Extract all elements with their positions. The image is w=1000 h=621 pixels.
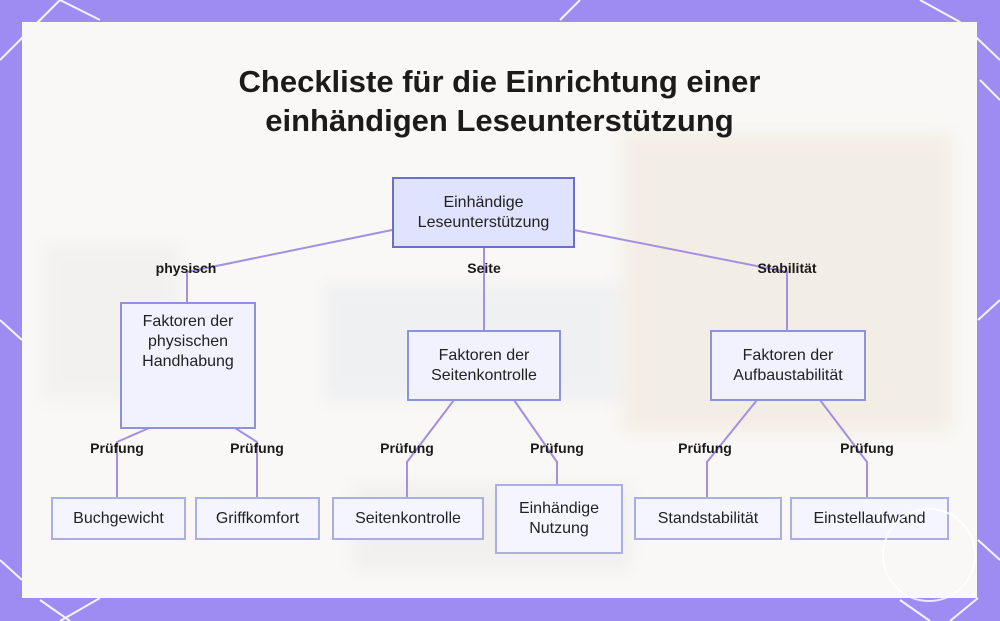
title-line-1: Checkliste für die Einrichtung einer — [238, 64, 761, 99]
page-control-label: Seitenkontrolle — [355, 509, 461, 527]
edge-page-control — [406, 399, 455, 497]
edge-physical-grip — [234, 427, 258, 497]
edge-label-check: Prüfung — [840, 440, 894, 456]
watermark-icon — [882, 508, 976, 602]
title-line-2: einhändigen Leseunterstützung — [265, 103, 734, 138]
edge-label-physical: physisch — [155, 260, 217, 276]
stand-stability-node: Standstabilität — [634, 497, 782, 540]
physical-factors-node: Faktoren der physischen Handhabung — [120, 302, 256, 429]
edge-stability-adjust — [819, 399, 868, 497]
one-hand-use-label: Einhändige Nutzung — [518, 500, 600, 537]
physical-factors-label: Faktoren der physischen Handhabung — [142, 313, 234, 370]
book-weight-label: Buchgewicht — [73, 509, 164, 527]
grip-comfort-label: Griffkomfort — [215, 509, 300, 527]
edge-root-stability — [573, 229, 788, 330]
connector-lines — [116, 229, 868, 497]
edge-label-stability: Stabilität — [757, 260, 817, 276]
page-factors-label: Faktoren der Seitenkontrolle — [431, 346, 537, 384]
grip-comfort-node: Griffkomfort — [195, 497, 320, 540]
edge-label-check: Prüfung — [530, 440, 584, 456]
edge-root-physical — [186, 229, 393, 302]
page-title: Checkliste für die Einrichtung einer ein… — [22, 62, 977, 140]
edge-label-check: Prüfung — [380, 440, 434, 456]
one-hand-use-node: Einhändige Nutzung — [495, 484, 623, 554]
diagram-card: Checkliste für die Einrichtung einer ein… — [22, 22, 977, 598]
root-node-label: Einhändige Leseunterstützung — [417, 193, 550, 231]
stability-factors-label: Faktoren der Aufbaustabilität — [733, 346, 843, 384]
book-weight-node: Buchgewicht — [51, 497, 186, 540]
edge-label-check: Prüfung — [678, 440, 732, 456]
edge-label-check: Prüfung — [230, 440, 284, 456]
edge-page-onehand — [513, 399, 558, 484]
stand-stability-label: Standstabilität — [657, 509, 759, 527]
edge-label-check: Prüfung — [90, 440, 144, 456]
edge-label-page: Seite — [467, 260, 501, 276]
page-factors-node: Faktoren der Seitenkontrolle — [407, 330, 561, 401]
root-node: Einhändige Leseunterstützung — [392, 177, 575, 248]
page-control-node: Seitenkontrolle — [332, 497, 484, 540]
edge-physical-weight — [116, 427, 150, 497]
stability-factors-node: Faktoren der Aufbaustabilität — [710, 330, 866, 401]
edge-stability-stand — [706, 399, 758, 497]
